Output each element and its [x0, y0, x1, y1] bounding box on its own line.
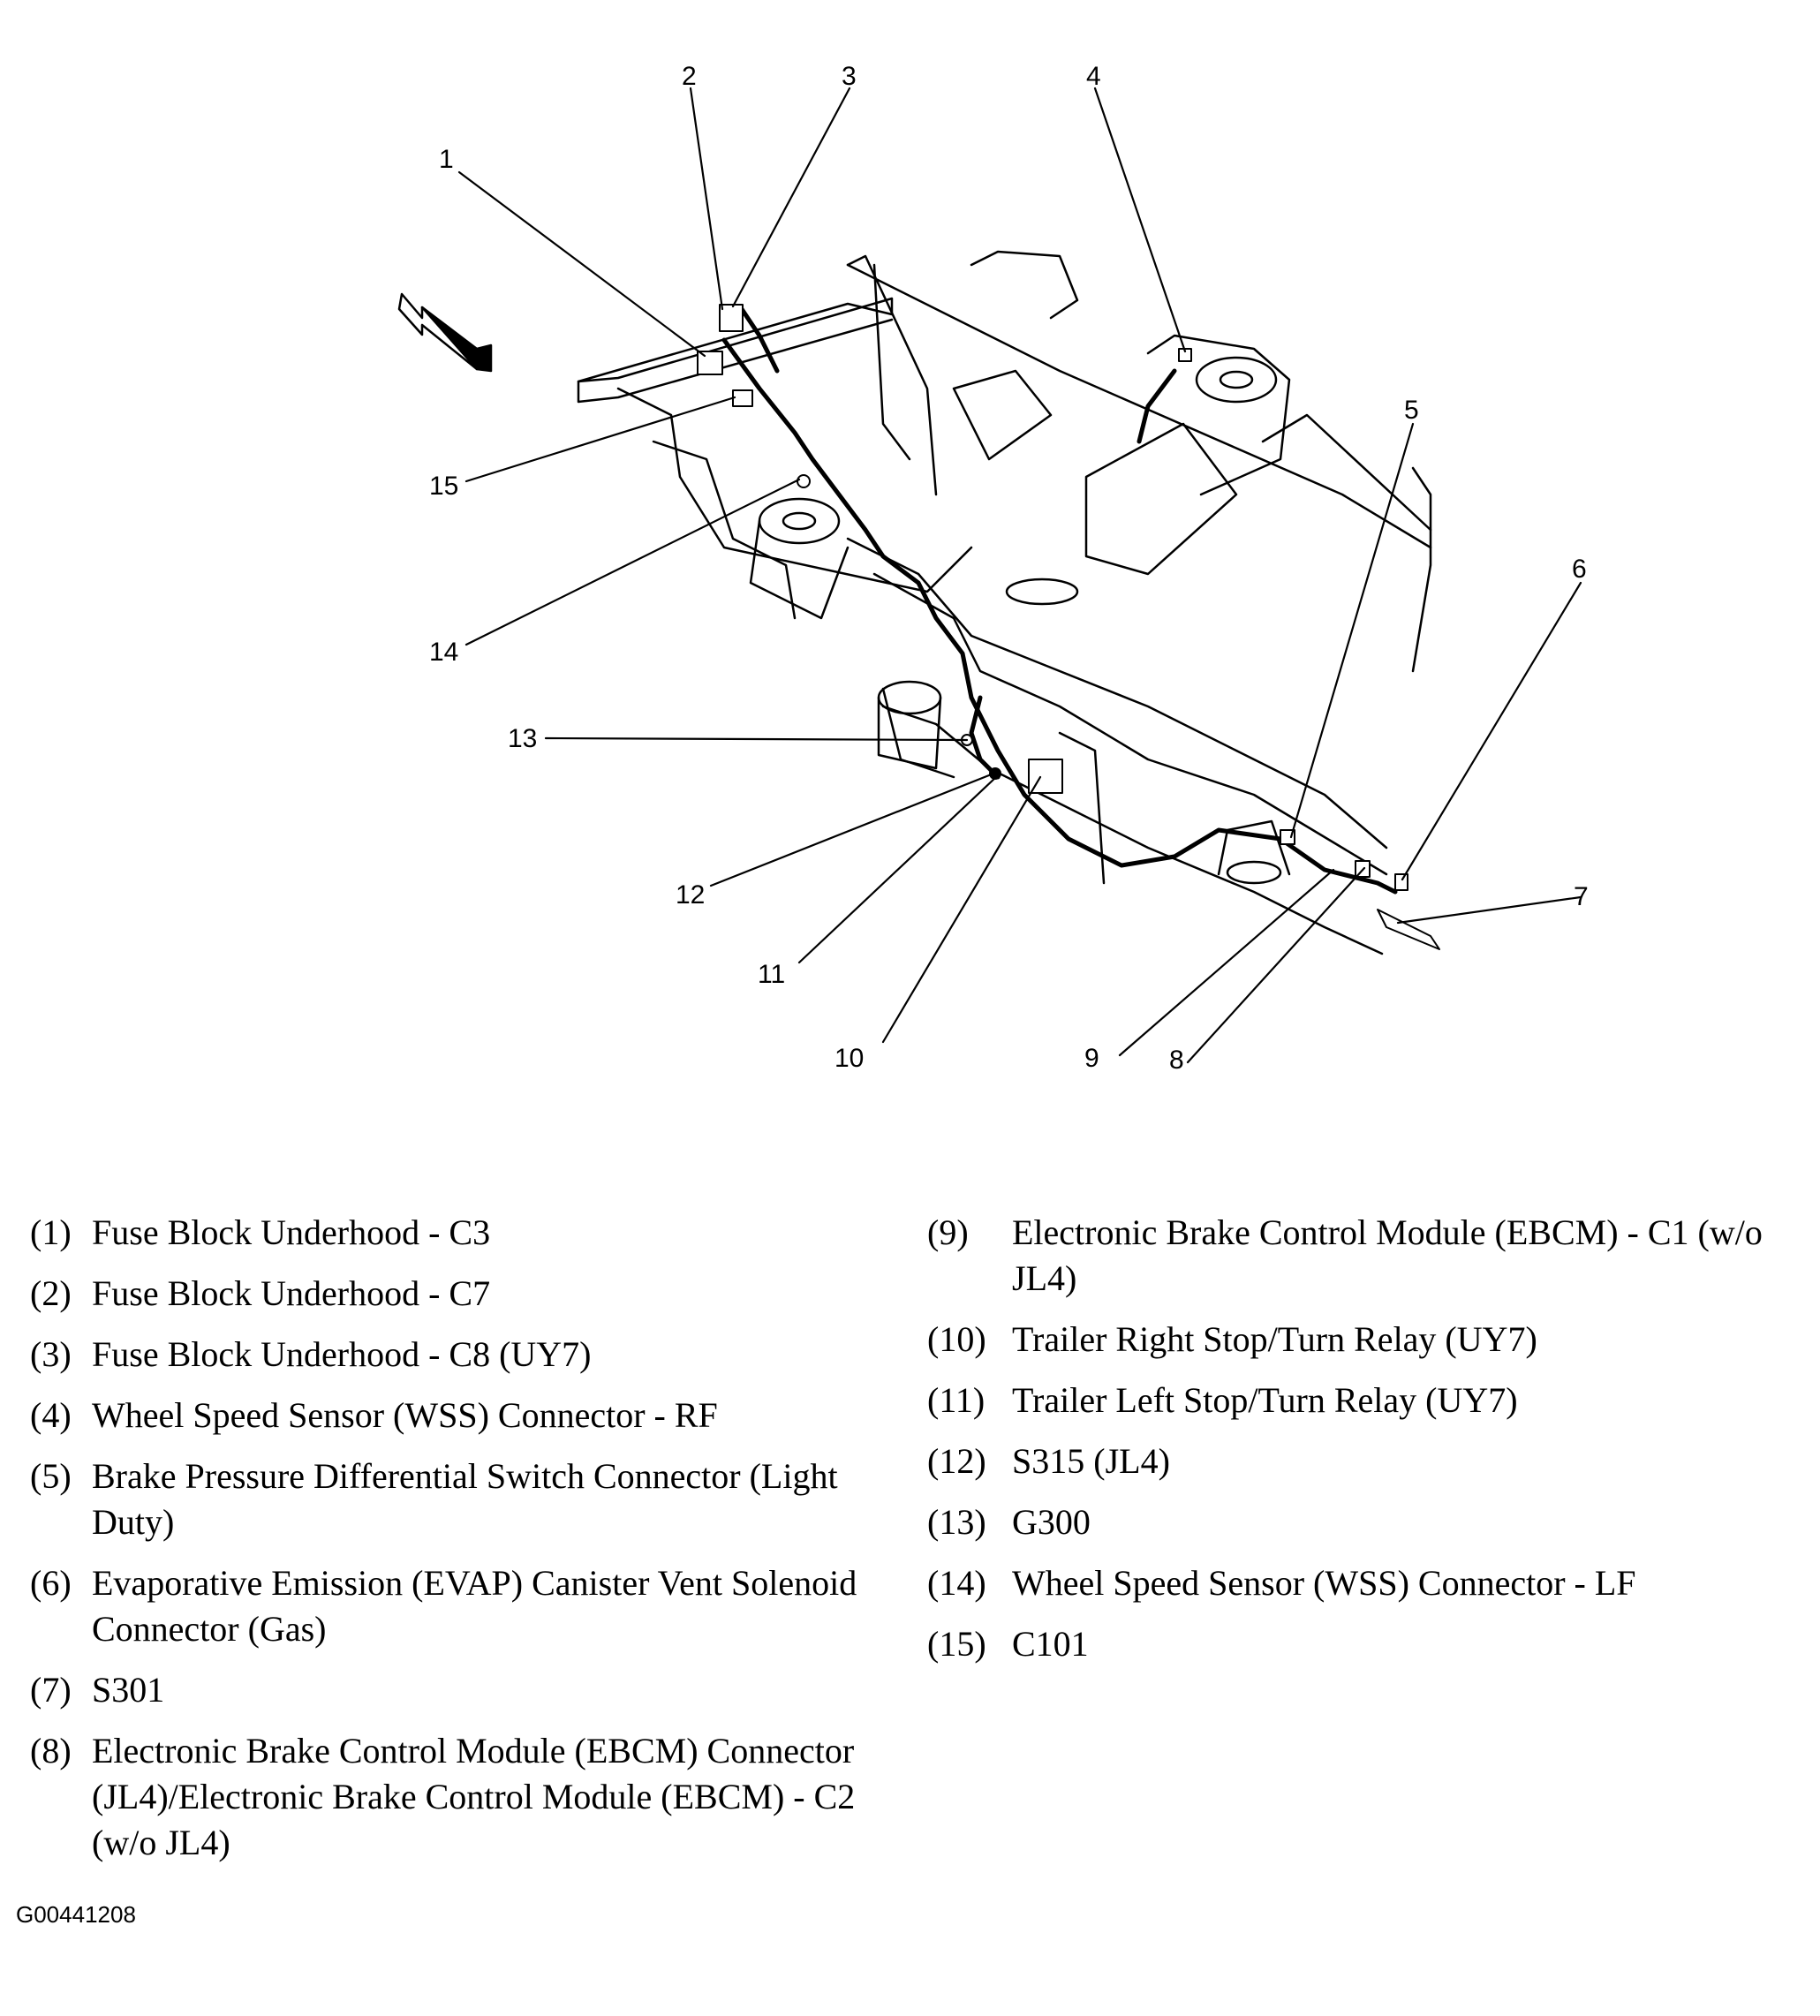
- legend-item-6: (6) Evaporative Emission (EVAP) Canister…: [30, 1560, 913, 1652]
- legend-text: Electronic Brake Control Module (EBCM) C…: [92, 1731, 856, 1862]
- legend-number: (15): [927, 1624, 986, 1664]
- callout-6: 6: [1572, 555, 1587, 584]
- legend-number: (3): [30, 1334, 72, 1374]
- spring-seat-left: [749, 497, 850, 620]
- legend-item-10: (10) Trailer Right Stop/Turn Relay (UY7): [927, 1317, 1810, 1363]
- callout-labels: 1 2 3 4 5 6 7 8 9 10 11 12 13 14 15: [429, 62, 1589, 1075]
- callout-4: 4: [1086, 62, 1101, 91]
- tow-hook-mount: [1217, 819, 1291, 885]
- legend-item-9: (9) Electronic Brake Control Module (EBC…: [927, 1210, 1810, 1302]
- legend-item-14: (14) Wheel Speed Sensor (WSS) Connector …: [927, 1560, 1810, 1606]
- legend-text: Evaporative Emission (EVAP) Canister Ven…: [92, 1563, 857, 1649]
- frame-upper-rail: [577, 250, 1432, 673]
- legend-number: (11): [927, 1380, 986, 1420]
- legend-text: Fuse Block Underhood - C8 (UY7): [92, 1334, 592, 1374]
- legend-item-15: (15) C101: [927, 1621, 1810, 1667]
- legend-number: (8): [30, 1731, 72, 1771]
- wiring-harness: [721, 306, 1398, 895]
- legend-text: Fuse Block Underhood - C3: [92, 1212, 491, 1252]
- legend-item-3: (3) Fuse Block Underhood - C8 (UY7): [30, 1332, 913, 1378]
- bracket-center: [952, 369, 1238, 606]
- legend-text: G300: [1012, 1502, 1091, 1542]
- legend-item-4: (4) Wheel Speed Sensor (WSS) Connector -…: [30, 1393, 913, 1438]
- legend-number: (6): [30, 1563, 72, 1603]
- figure-id: G00441208: [16, 1901, 136, 1928]
- legend-text: Brake Pressure Differential Switch Conne…: [92, 1456, 838, 1542]
- legend-item-13: (13) G300: [927, 1499, 1810, 1545]
- legend-text: S301: [92, 1670, 165, 1710]
- callout-10: 10: [834, 1044, 864, 1073]
- callout-3: 3: [842, 62, 857, 91]
- legend-number: (13): [927, 1502, 986, 1542]
- legend-right-column: (9) Electronic Brake Control Module (EBC…: [927, 1210, 1810, 1682]
- legend-text: S315 (JL4): [1012, 1441, 1170, 1481]
- legend-item-8: (8) Electronic Brake Control Module (EBC…: [30, 1728, 913, 1866]
- legend-text: Wheel Speed Sensor (WSS) Connector - LF: [1012, 1563, 1636, 1603]
- legend-text: Wheel Speed Sensor (WSS) Connector - RF: [92, 1395, 718, 1435]
- legend-text: C101: [1012, 1624, 1089, 1664]
- legend-item-1: (1) Fuse Block Underhood - C3: [30, 1210, 913, 1256]
- callout-14: 14: [429, 638, 458, 667]
- legend-number: (1): [30, 1212, 72, 1252]
- legend-item-5: (5) Brake Pressure Differential Switch C…: [30, 1453, 913, 1545]
- callout-8: 8: [1169, 1046, 1184, 1075]
- connector-group: [697, 304, 1440, 950]
- spring-seat-right: [1146, 334, 1291, 496]
- legend-left-column: (1) Fuse Block Underhood - C3 (2) Fuse B…: [30, 1210, 913, 1881]
- callout-1: 1: [439, 145, 454, 174]
- callout-15: 15: [429, 472, 458, 501]
- forward-arrow-icon: [397, 292, 493, 373]
- legend-number: (12): [927, 1441, 986, 1481]
- legend-item-7: (7) S301: [30, 1667, 913, 1713]
- legend-number: (4): [30, 1395, 72, 1435]
- legend-item-2: (2) Fuse Block Underhood - C7: [30, 1271, 913, 1317]
- lower-mount-left: [877, 680, 942, 770]
- callout-2: 2: [682, 62, 697, 91]
- callout-13: 13: [508, 724, 537, 753]
- legend-number: (5): [30, 1456, 72, 1496]
- legend-number: (10): [927, 1319, 986, 1359]
- callout-12: 12: [676, 880, 705, 910]
- frame-lower-member: [616, 387, 1388, 955]
- legend-text: Trailer Left Stop/Turn Relay (UY7): [1012, 1380, 1518, 1420]
- legend-text: Electronic Brake Control Module (EBCM) -…: [1012, 1212, 1763, 1298]
- leader-lines: [457, 87, 1582, 1064]
- frame-harness-diagram: 1 2 3 4 5 6 7 8 9 10 11 12 13 14 15: [397, 62, 1589, 1075]
- legend-number: (2): [30, 1273, 72, 1313]
- legend-number: (7): [30, 1670, 72, 1710]
- callout-7: 7: [1574, 882, 1589, 911]
- callout-9: 9: [1084, 1044, 1099, 1073]
- callout-5: 5: [1404, 396, 1419, 425]
- legend-text: Fuse Block Underhood - C7: [92, 1273, 491, 1313]
- legend-number: (9): [927, 1212, 969, 1252]
- legend-item-11: (11) Trailer Left Stop/Turn Relay (UY7): [927, 1378, 1810, 1423]
- legend-number: (14): [927, 1563, 986, 1603]
- legend-item-12: (12) S315 (JL4): [927, 1438, 1810, 1484]
- legend-text: Trailer Right Stop/Turn Relay (UY7): [1012, 1319, 1537, 1359]
- callout-11: 11: [758, 960, 785, 989]
